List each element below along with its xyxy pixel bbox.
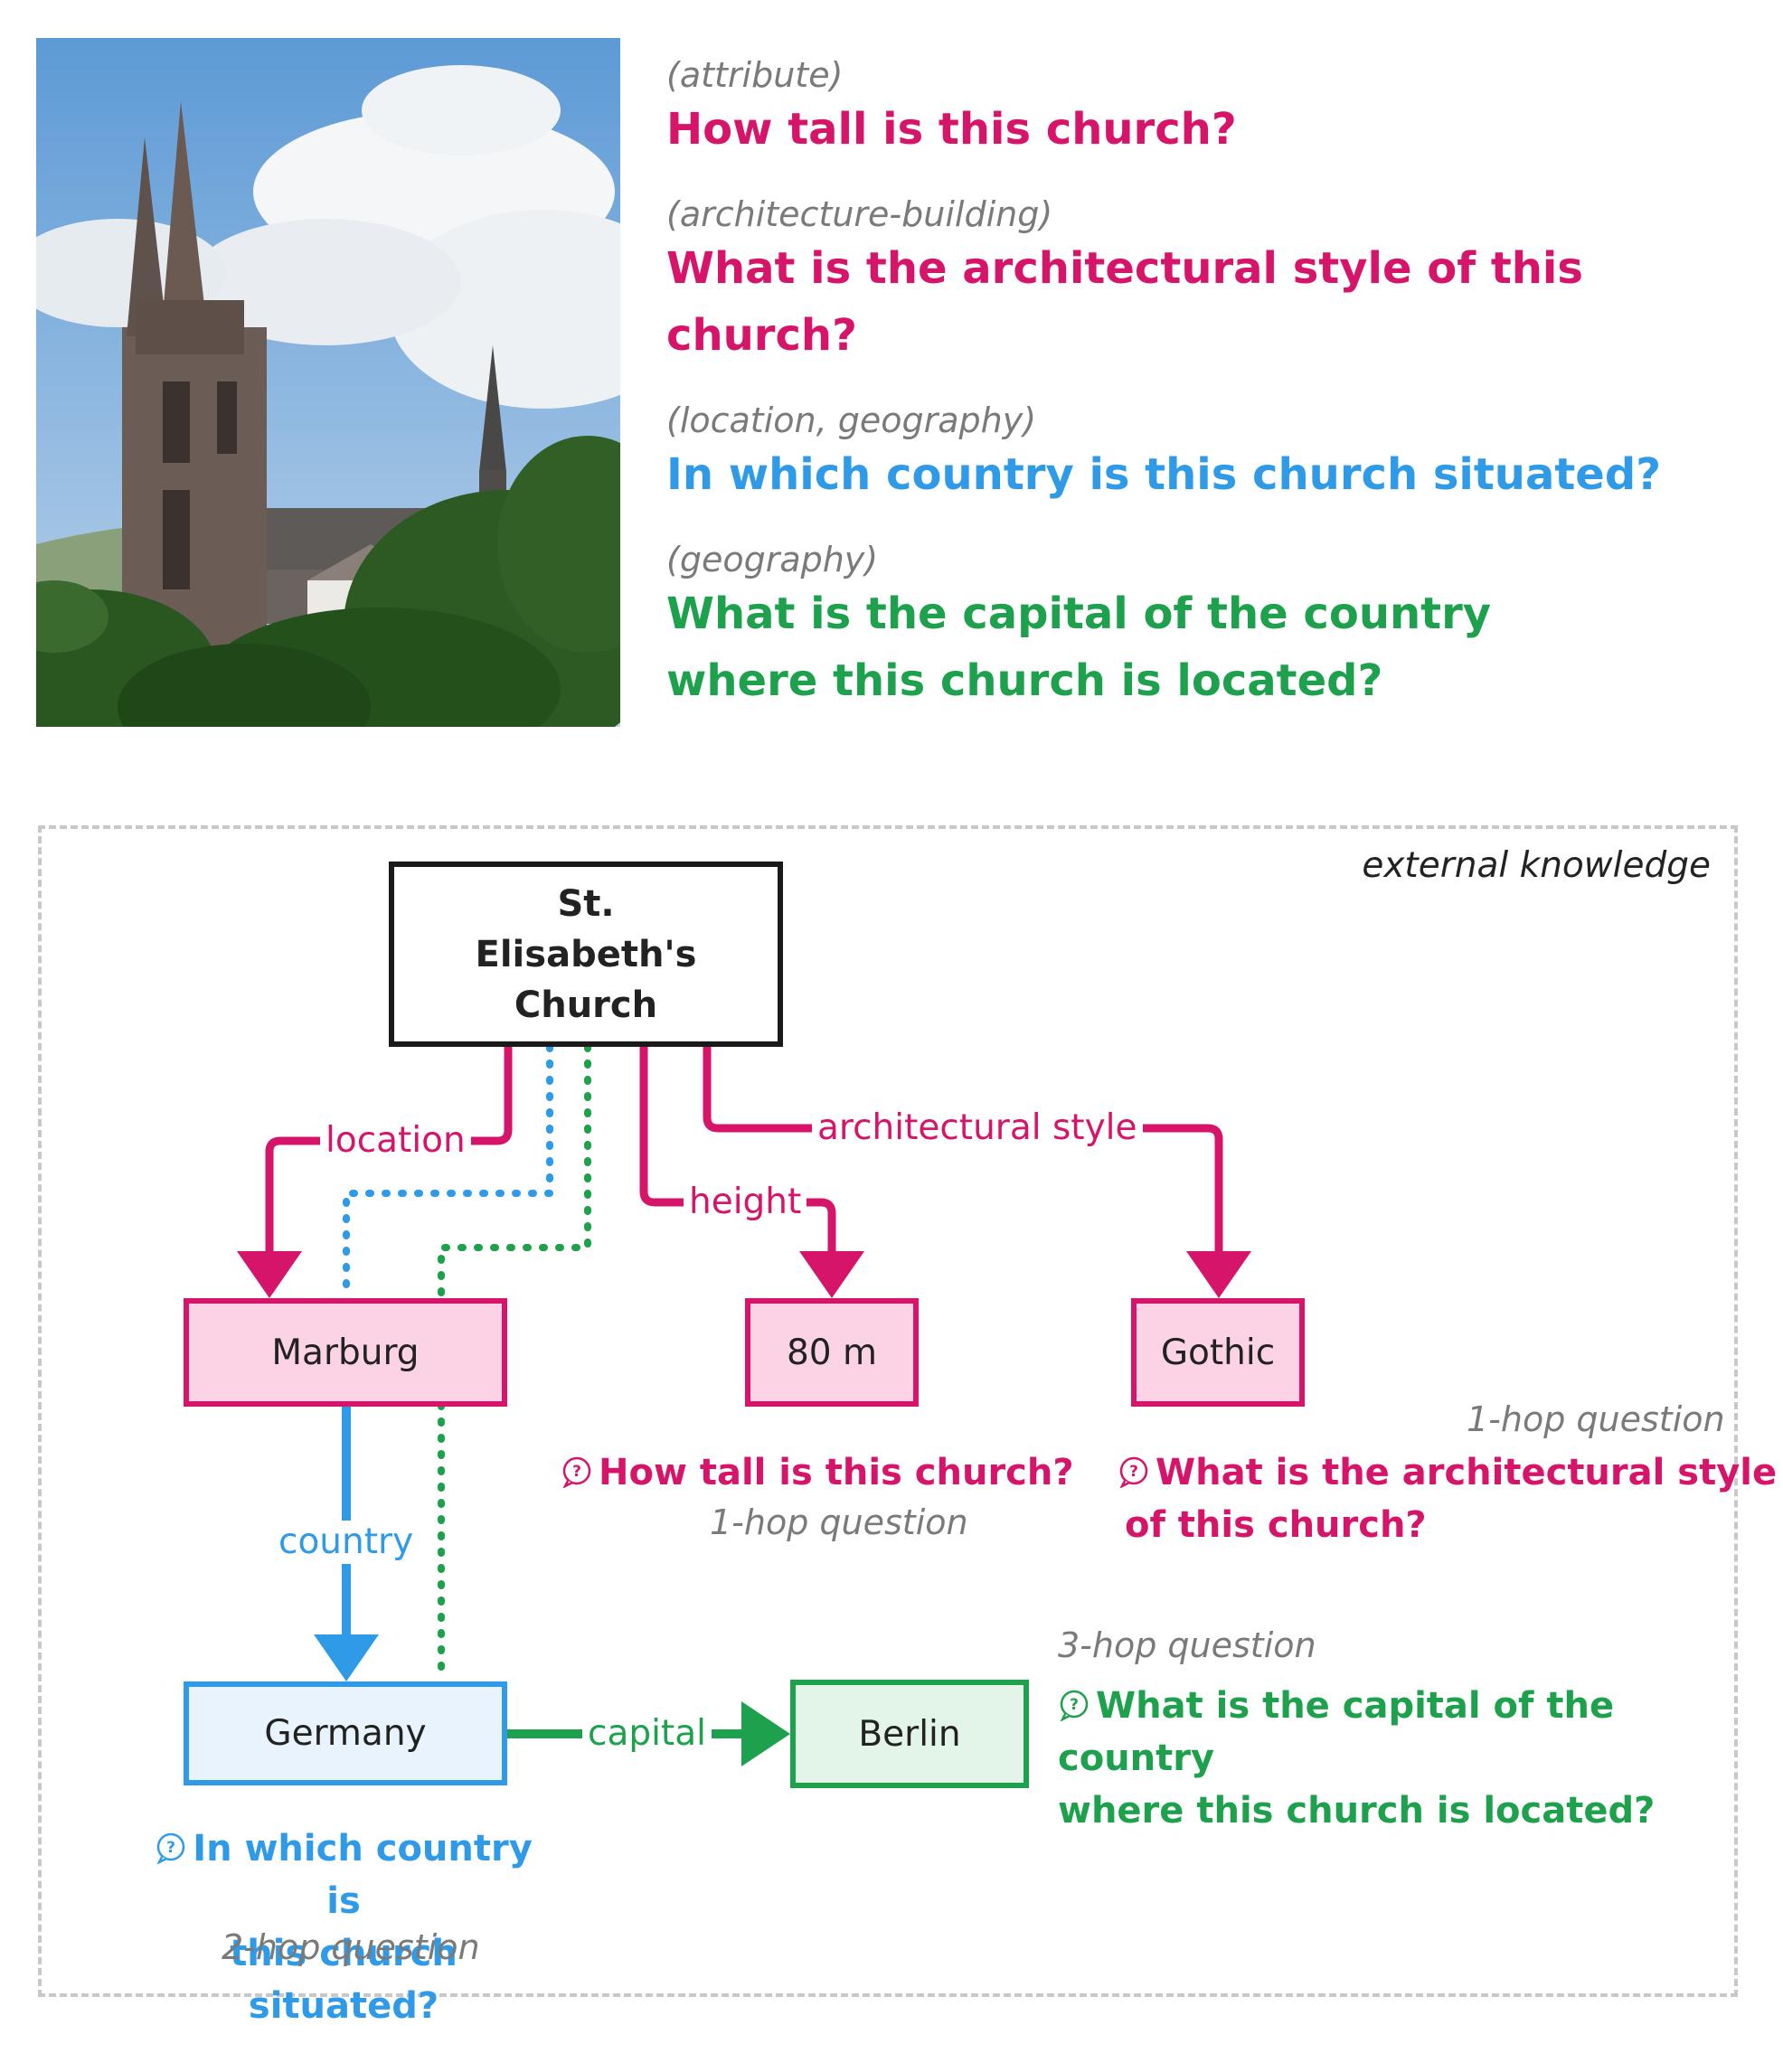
node-germany-label: Germany — [264, 1713, 427, 1754]
question-text: What is the capital of the country where… — [666, 589, 1492, 706]
question-country: ? In which country is this church situat… — [136, 1822, 552, 2032]
question-list: (attribute) How tall is this church? (ar… — [666, 54, 1760, 745]
node-gothic-label: Gothic — [1160, 1332, 1276, 1373]
question-style-line1: What is the architectural style — [1156, 1452, 1778, 1493]
external-knowledge-label: external knowledge — [1362, 845, 1711, 886]
hop-label-style: 1-hop question — [1467, 1399, 1725, 1439]
svg-text:?: ? — [1070, 1696, 1079, 1714]
node-root-label: St. Elisabeth's Church — [475, 882, 697, 1026]
question-category: (architecture-building) — [666, 194, 1053, 234]
edge-label-height: height — [684, 1181, 807, 1224]
question-category: (attribute) — [666, 55, 844, 95]
question-capital: ? What is the capital of the country whe… — [1058, 1680, 1783, 1837]
question-capital-line1: What is the capital of the country — [1058, 1685, 1615, 1779]
svg-text:?: ? — [572, 1463, 581, 1481]
question-bubble-icon: ? — [562, 1456, 591, 1488]
question-category: (location, geography) — [666, 400, 1037, 440]
question-item: (location, geography) In which country i… — [666, 400, 1760, 508]
question-height: ? How tall is this church? — [561, 1446, 1074, 1499]
question-country-line1: In which country is — [193, 1828, 533, 1922]
question-bubble-icon: ? — [156, 1832, 185, 1864]
node-height-value: 80 m — [745, 1298, 919, 1407]
question-bubble-icon: ? — [1060, 1690, 1089, 1721]
edge-label-architectural-style: architectural style — [812, 1107, 1143, 1150]
question-text: How tall is this church? — [666, 104, 1237, 155]
question-category: (geography) — [666, 540, 879, 579]
node-germany: Germany — [184, 1681, 507, 1785]
question-item: (attribute) How tall is this church? — [666, 54, 1760, 163]
external-knowledge-frame — [38, 825, 1738, 1997]
edge-label-country: country — [273, 1521, 420, 1564]
node-gothic: Gothic — [1131, 1298, 1305, 1407]
question-style-line2: of this church? — [1125, 1504, 1427, 1546]
question-capital-line2: where this church is located? — [1058, 1790, 1656, 1832]
node-marburg-label: Marburg — [271, 1332, 420, 1373]
question-style: ? What is the architectural style of thi… — [1118, 1446, 1777, 1551]
question-bubble-icon: ? — [1119, 1456, 1148, 1488]
edge-label-location: location — [320, 1119, 471, 1163]
question-item: (architecture-building) What is the arch… — [666, 193, 1760, 369]
question-text: What is the architectural style of this … — [666, 243, 1583, 361]
node-marburg: Marburg — [184, 1298, 507, 1407]
node-height-label: 80 m — [786, 1332, 877, 1373]
hop-label-height: 1-hop question — [710, 1502, 968, 1542]
question-item: (geography) What is the capital of the c… — [666, 539, 1760, 714]
node-root-church: St. Elisabeth's Church — [389, 862, 783, 1047]
church-photo — [36, 38, 620, 727]
svg-text:?: ? — [1129, 1463, 1138, 1481]
node-berlin-label: Berlin — [858, 1713, 961, 1755]
hop-label-capital: 3-hop question — [1058, 1625, 1316, 1665]
edge-label-capital: capital — [582, 1712, 712, 1756]
question-height-text: How tall is this church? — [599, 1452, 1074, 1493]
node-berlin: Berlin — [790, 1680, 1029, 1788]
question-country-line2: this church situated? — [230, 1933, 458, 2027]
hop-label-country: 2-hop question — [222, 1927, 480, 1967]
question-text: In which country is this church situated… — [666, 449, 1662, 500]
svg-text:?: ? — [166, 1839, 175, 1857]
